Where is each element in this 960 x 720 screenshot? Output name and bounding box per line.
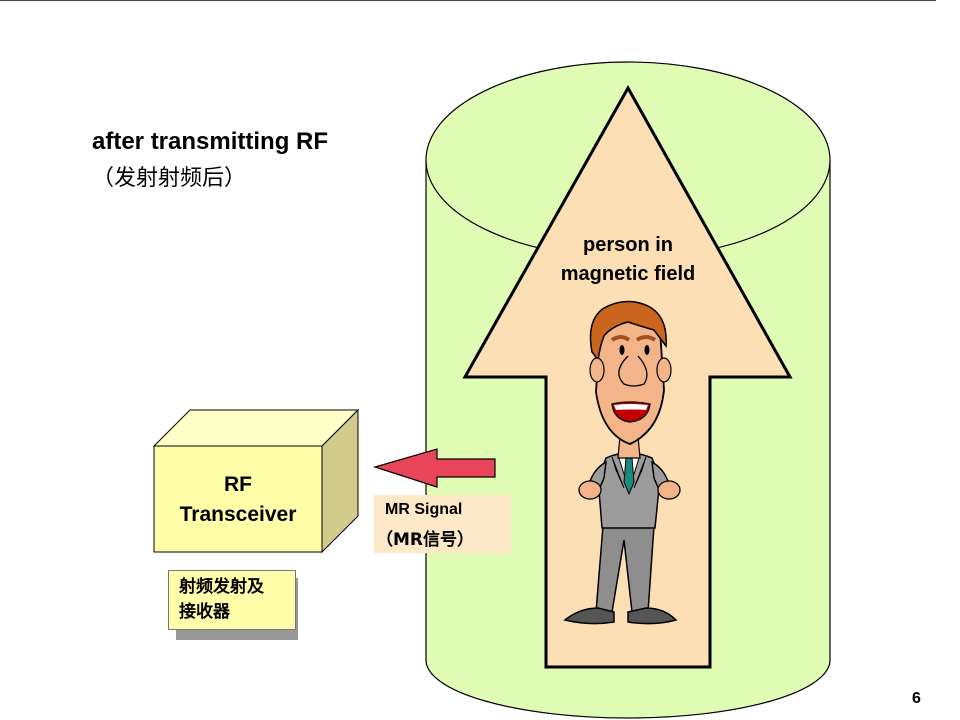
chinese-label-line2: 接收器 — [179, 602, 230, 622]
mr-signal-label-box — [374, 495, 511, 553]
slide-title: after transmitting RF — [92, 128, 329, 155]
page-number: 6 — [912, 690, 921, 707]
mr-signal-label: MR Signal — [385, 501, 463, 518]
person-label-line1: person in — [582, 234, 673, 256]
transceiver-chinese-label: 射频发射及 接收器 — [168, 570, 296, 630]
rf-label-line2: Transceiver — [179, 503, 297, 526]
slide-subtitle: （发射射频后） — [92, 166, 247, 191]
rf-transceiver-label: RF Transceiver — [154, 470, 322, 530]
person-label-line2: magnetic field — [560, 263, 696, 285]
mr-signal-label-cn: （MR信号） — [376, 530, 475, 550]
mr-signal-arrow — [372, 448, 496, 488]
rf-label-line1: RF — [224, 473, 252, 496]
rf-transceiver-box — [152, 408, 360, 554]
chinese-label-line1: 射频发射及 — [179, 577, 264, 597]
top-rule — [0, 0, 936, 1]
person-label: person in magnetic field — [528, 231, 728, 289]
person-figure — [563, 300, 681, 625]
